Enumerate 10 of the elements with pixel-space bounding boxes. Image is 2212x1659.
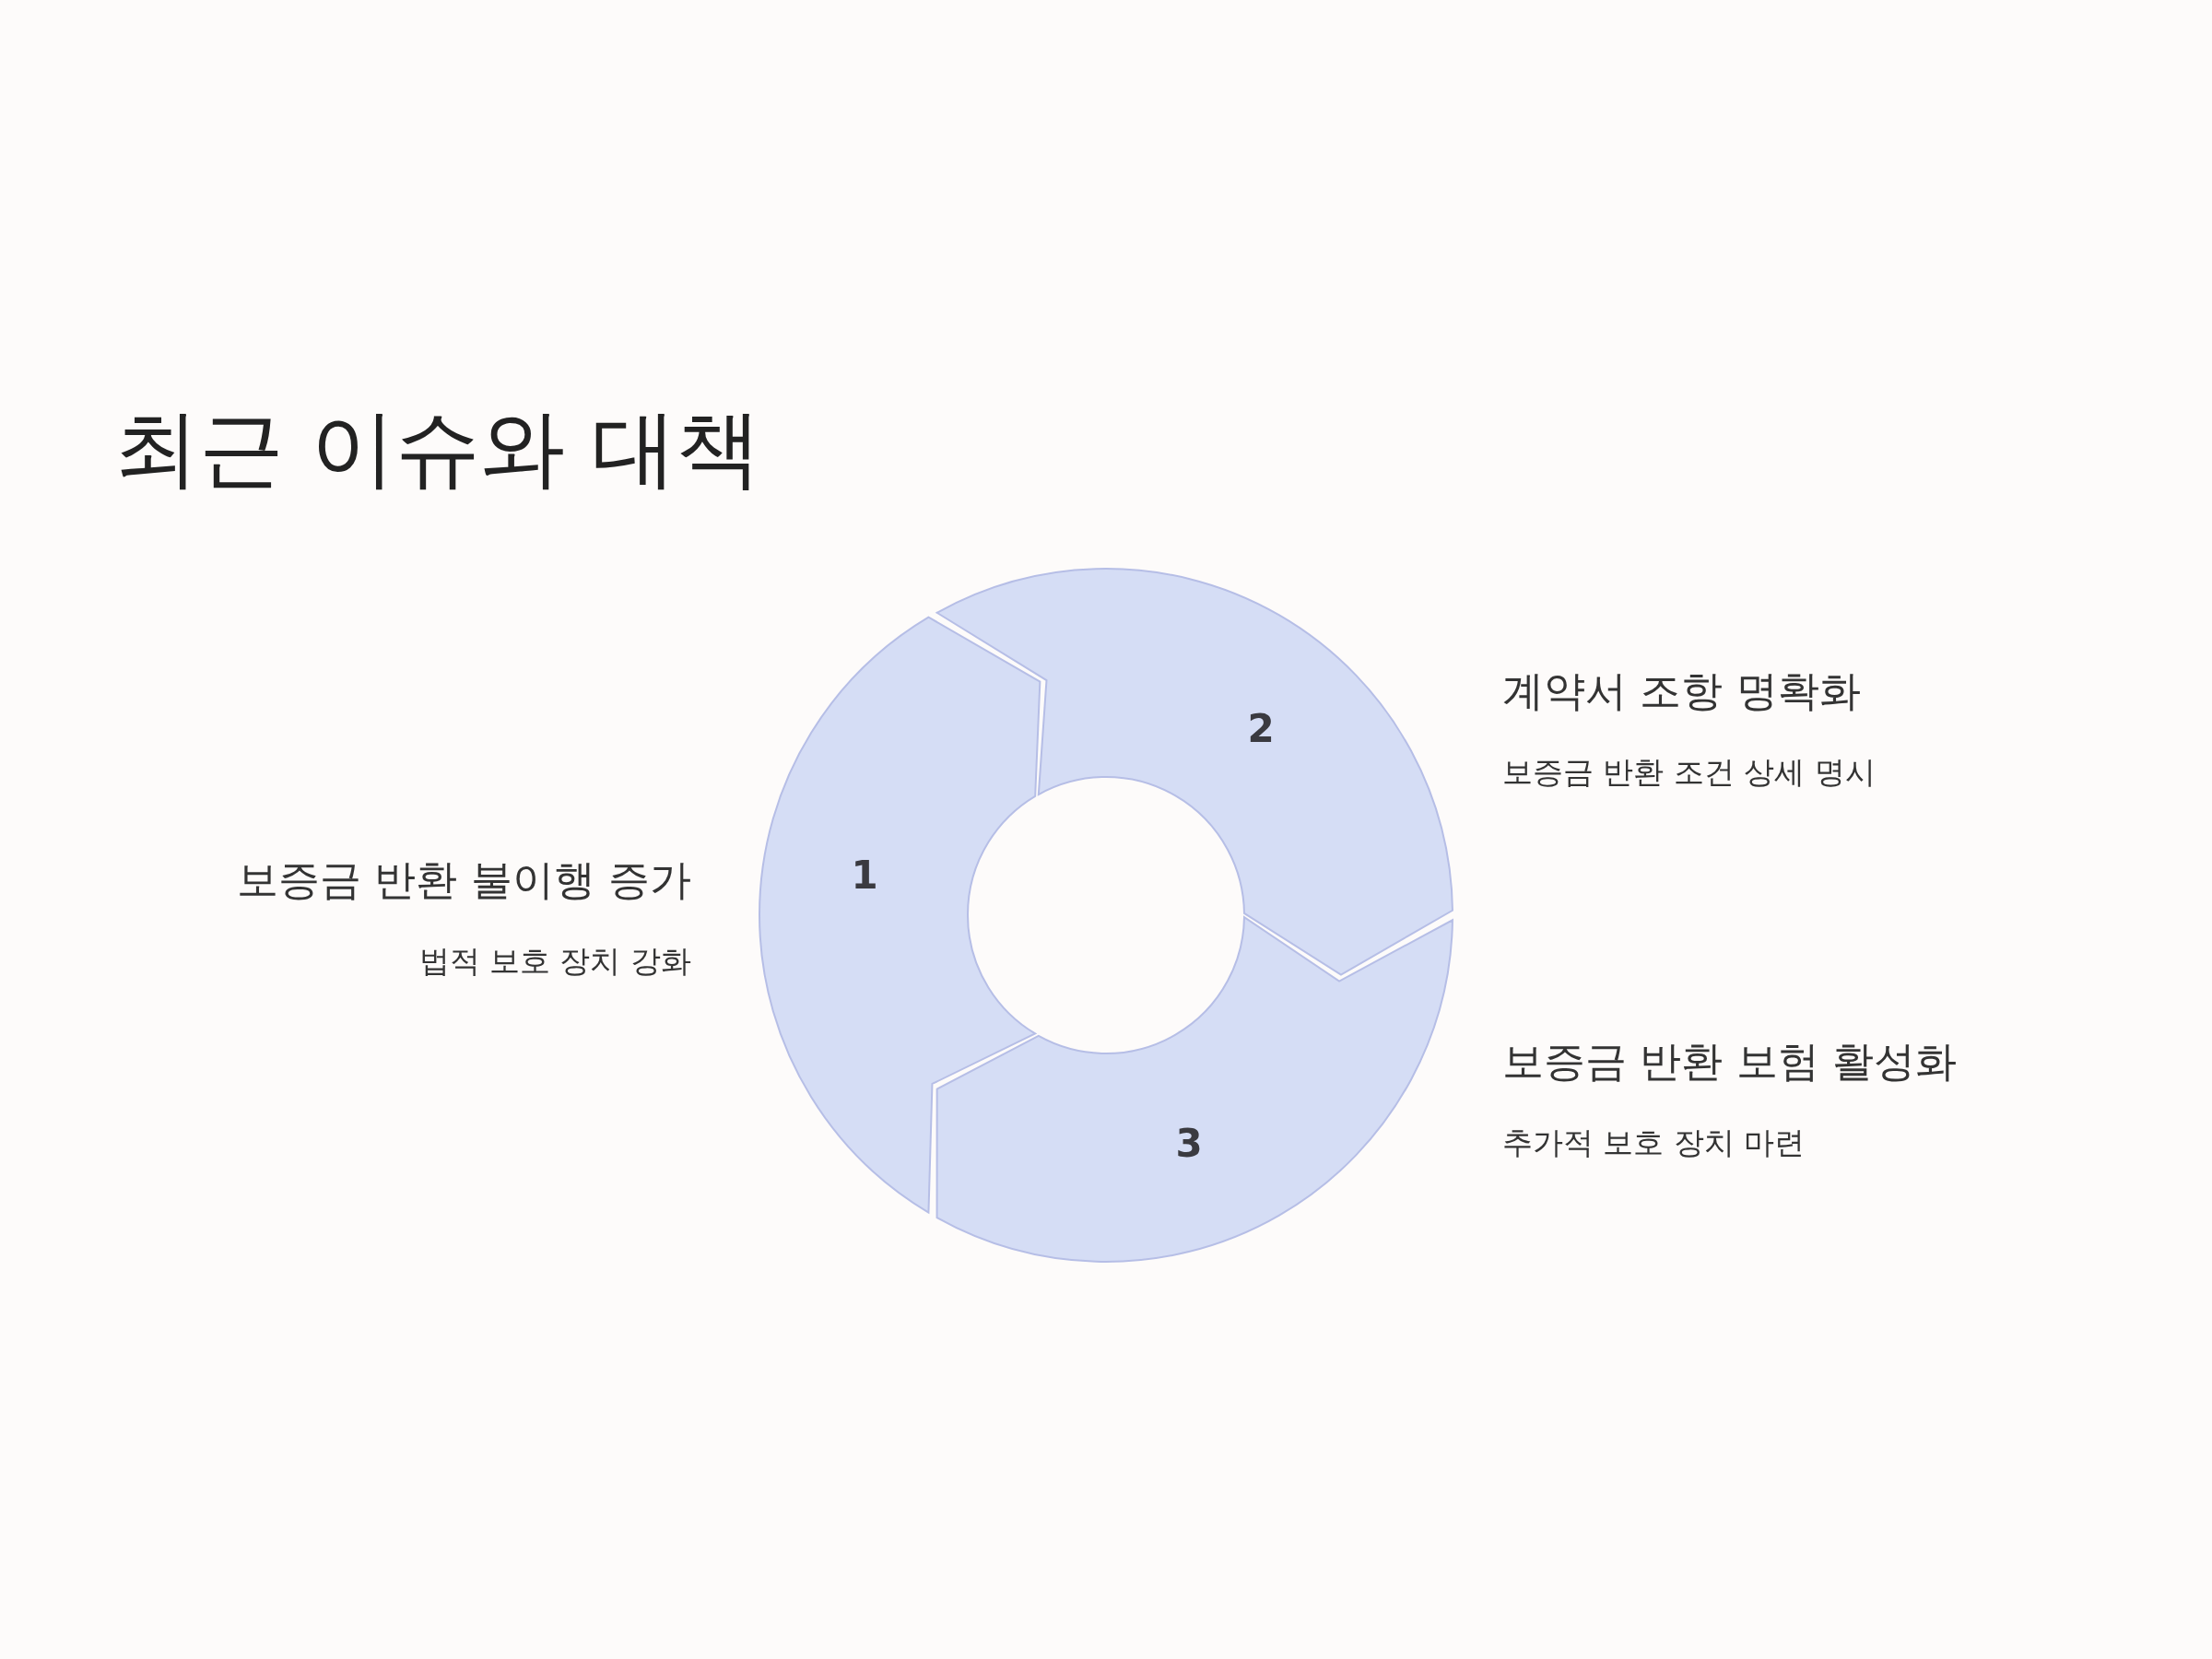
step-heading: 보증금 반환 보험 활성화: [1502, 1036, 1957, 1088]
step-heading: 보증금 반환 불이행 증가: [237, 854, 691, 906]
step-number: 2: [1247, 705, 1275, 751]
title: 최근 이슈와 대책: [114, 398, 762, 500]
step-number: 3: [1175, 1120, 1203, 1166]
step-description: 보증금 반환 조건 상세 명시: [1502, 753, 1876, 792]
step-description: 법적 보호 장치 강화: [418, 942, 691, 981]
step-heading: 계약서 조항 명확화: [1502, 665, 1861, 717]
step-number: 1: [851, 852, 878, 898]
step-description: 추가적 보호 장치 마련: [1502, 1124, 1806, 1162]
